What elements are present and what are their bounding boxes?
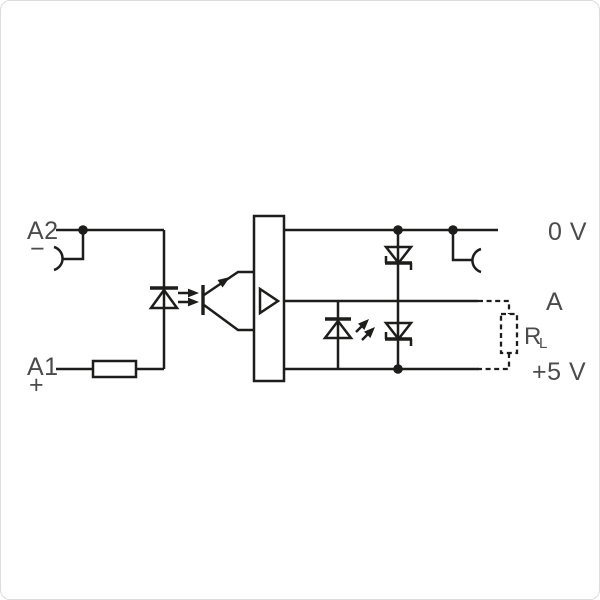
led-emission-arrow-2-head — [364, 327, 375, 338]
led-emission-arrow-1-head — [358, 319, 369, 330]
optocoupler-led-icon — [148, 287, 180, 310]
input-terminal-a2: A2 − — [27, 217, 164, 272]
0v-clamp-stub — [451, 230, 472, 262]
a2-clamp-stub — [62, 230, 85, 261]
status-led-branch — [322, 301, 375, 369]
load-resistor-label: R — [524, 323, 541, 350]
input-terminal-a1: A1 + — [27, 353, 164, 399]
optocoupler-input — [148, 230, 199, 369]
amplifier-triangle-icon — [258, 286, 281, 316]
coupling-arrow-1-head — [188, 288, 199, 298]
external-load-resistor: R L — [478, 299, 547, 371]
phototransistor — [201, 270, 254, 332]
zener-branch — [383, 230, 414, 369]
transistor-emitter-wire — [203, 303, 254, 332]
input-resistor-icon — [91, 359, 138, 379]
load-resistor-icon — [499, 312, 519, 355]
a2-polarity-label: − — [30, 235, 45, 263]
output-a-label: A — [546, 288, 563, 316]
rail-0v-label: 0 V — [548, 218, 587, 246]
output-a-line: A — [284, 288, 563, 316]
cage-clamp-icon — [471, 247, 482, 274]
rail-5v-label: +5 V — [532, 358, 586, 386]
rail-0v: 0 V — [284, 218, 587, 274]
coupling-arrow-2-head — [188, 297, 199, 307]
zener-diode-top-icon — [383, 245, 414, 266]
zener-diode-bottom-icon — [383, 321, 414, 342]
transistor-collector-wire — [203, 270, 254, 297]
load-dashed-wire-bottom — [479, 353, 511, 371]
terminal-a1-label: A1 — [27, 353, 59, 381]
load-resistor-subscript: L — [539, 335, 547, 352]
amplifier-block — [252, 214, 286, 383]
transistor-arrow-icon — [217, 277, 230, 288]
load-dashed-wire-top — [478, 299, 511, 314]
amplifier-box — [252, 214, 286, 383]
cage-clamp-icon — [53, 245, 64, 272]
status-led-icon — [322, 318, 354, 340]
rail-5v: +5 V — [284, 358, 586, 386]
terminal-a2-label: A2 — [27, 217, 59, 245]
a1-polarity-label: + — [29, 371, 44, 399]
